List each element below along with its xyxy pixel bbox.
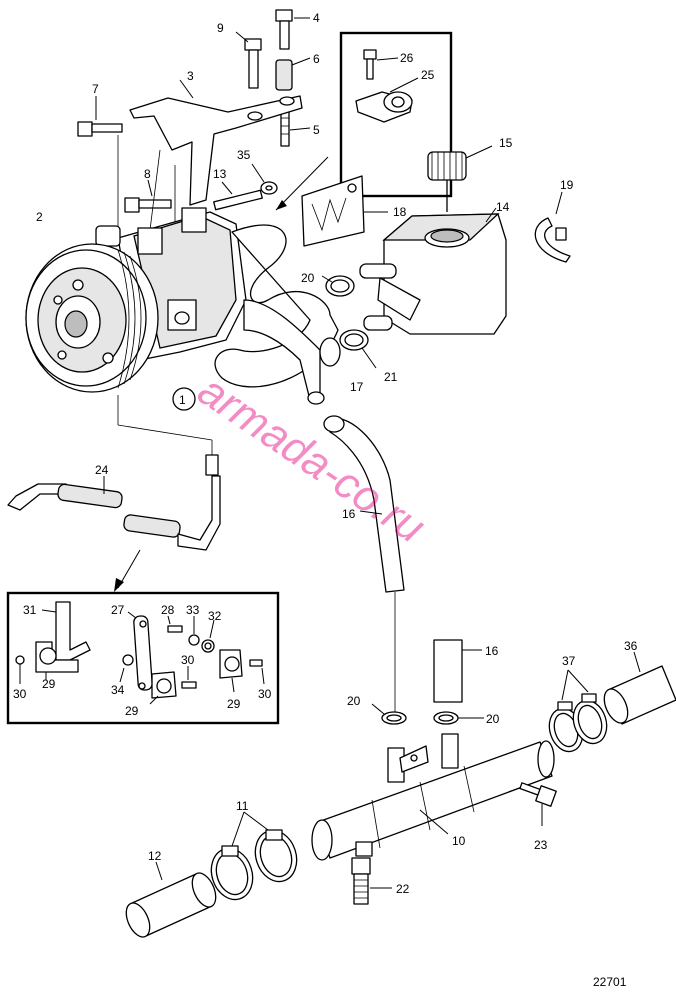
label-5: 5 (313, 123, 320, 137)
label-20-left: 20 (347, 694, 361, 708)
label-3: 3 (187, 69, 194, 83)
label-21: 21 (384, 370, 398, 384)
label-8: 8 (144, 167, 151, 181)
label-30-right: 30 (258, 687, 272, 701)
hose-12 (125, 861, 217, 938)
bracket-18 (301, 175, 388, 247)
drawing-number: 22701 (593, 975, 627, 989)
inset-box-hose-clips (6, 591, 280, 725)
label-15: 15 (499, 136, 513, 150)
label-29-right: 29 (227, 697, 241, 711)
label-26: 26 (400, 51, 414, 65)
bolt-9 (235, 31, 262, 89)
bolt-8 (124, 179, 172, 213)
label-37: 37 (562, 654, 576, 668)
hose-24 (7, 395, 221, 592)
part-labels: 1 2 3 4 5 6 7 8 9 10 11 12 13 14 15 16 1… (13, 11, 638, 989)
label-36: 36 (624, 639, 638, 653)
hose-36 (603, 651, 676, 725)
label-9: 9 (217, 21, 224, 35)
clip-19 (534, 191, 571, 263)
hose-16-upper (323, 415, 405, 712)
label-16-upper: 16 (342, 507, 356, 521)
label-28: 28 (161, 603, 175, 617)
bolt-13 (213, 181, 263, 211)
label-35: 35 (237, 148, 251, 162)
label-16-lower: 16 (485, 644, 499, 658)
sensor-22 (351, 857, 392, 905)
label-27: 27 (111, 603, 125, 617)
hose-17 (214, 224, 341, 405)
label-17: 17 (350, 380, 364, 394)
bolt-26 (363, 49, 377, 60)
label-31: 31 (23, 603, 37, 617)
label-29-left: 29 (42, 677, 56, 691)
cap-15 (427, 145, 493, 212)
clamp-20-left (371, 703, 407, 725)
spacer-6 (275, 57, 311, 91)
screw-30-a (15, 655, 25, 665)
clamps-11 (210, 811, 298, 901)
hose-16-lower (433, 639, 482, 703)
label-30-center: 30 (181, 653, 195, 667)
label-12: 12 (148, 849, 162, 863)
compressor-2 (25, 207, 247, 393)
bolt-7 (77, 96, 123, 137)
label-32: 32 (208, 609, 222, 623)
clamp-20-top (321, 275, 355, 297)
label-20-right: 20 (486, 712, 500, 726)
label-25: 25 (421, 68, 435, 82)
label-14: 14 (496, 200, 510, 214)
bolt-23 (519, 782, 557, 826)
bracket-3 (129, 79, 303, 206)
washer-35 (251, 163, 278, 195)
inset-box-clip (339, 31, 453, 198)
label-20-top: 20 (301, 271, 315, 285)
label-11: 11 (236, 799, 249, 813)
label-18: 18 (393, 205, 407, 219)
label-23: 23 (534, 838, 548, 852)
expansion-tank-14 (359, 207, 507, 335)
callout-circle-1 (172, 387, 196, 411)
label-13: 13 (213, 167, 227, 181)
label-22: 22 (396, 882, 410, 896)
label-29-center: 29 (125, 704, 139, 718)
label-34: 34 (111, 683, 125, 697)
label-4: 4 (313, 11, 320, 25)
label-30-left: 30 (13, 687, 27, 701)
label-1: 1 (179, 393, 186, 407)
clamp-21 (339, 329, 377, 369)
label-10: 10 (452, 834, 466, 848)
pipe-10 (311, 733, 555, 861)
label-2: 2 (36, 210, 43, 224)
clamps-37 (548, 669, 608, 753)
label-6: 6 (313, 52, 320, 66)
label-33: 33 (186, 603, 200, 617)
label-7: 7 (92, 82, 99, 96)
stud-5 (280, 109, 311, 147)
label-24: 24 (95, 463, 109, 477)
clamp-20-right (433, 711, 484, 725)
label-19: 19 (560, 178, 574, 192)
bolt-4 (275, 9, 310, 50)
